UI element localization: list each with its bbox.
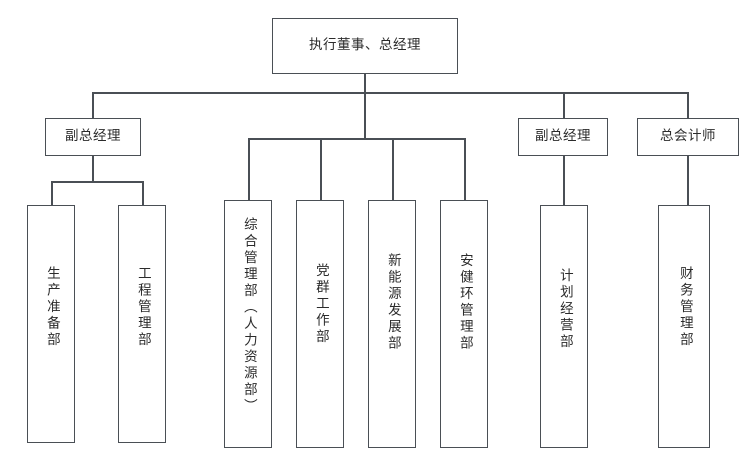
node-dept-hse-management[interactable]: 安健环管理部 [440, 200, 488, 448]
connector-drop-vp-left [92, 92, 94, 118]
node-label: 新能源发展部 [384, 253, 401, 352]
connector-main-bus [92, 92, 688, 94]
node-label: 工程管理部 [134, 266, 151, 349]
node-label: 总会计师 [660, 128, 716, 145]
node-dept-general-admin-hr[interactable]: 综合管理部（人力资源部） [224, 200, 272, 448]
node-label: 生产准备部 [43, 266, 60, 349]
connector-to-dept-general-admin [248, 138, 250, 200]
connector-to-dept-hse [464, 138, 466, 200]
connector-middle-bar [248, 138, 465, 140]
connector-to-dept-planning [563, 156, 565, 205]
node-chief-accountant[interactable]: 总会计师 [637, 118, 739, 156]
connector-root-center-stem [364, 92, 366, 138]
connector-to-dept-party [320, 138, 322, 200]
node-label: 计划经营部 [556, 268, 573, 351]
connector-vp-left-bar [51, 181, 143, 183]
node-dept-planning-operation[interactable]: 计划经营部 [540, 205, 588, 448]
node-label: 副总经理 [65, 128, 121, 145]
node-dept-engineering-management[interactable]: 工程管理部 [118, 205, 166, 443]
connector-drop-vp-right [563, 92, 565, 118]
connector-to-dept-engineering [142, 181, 144, 205]
node-vice-general-manager-left[interactable]: 副总经理 [45, 118, 141, 156]
connector-to-dept-finance [687, 156, 689, 205]
node-dept-party-mass-work[interactable]: 党群工作部 [296, 200, 344, 448]
node-dept-new-energy-development[interactable]: 新能源发展部 [368, 200, 416, 448]
node-label: 安健环管理部 [456, 253, 473, 352]
connector-to-dept-production [51, 181, 53, 205]
connector-root-stem [364, 74, 366, 93]
node-label: 党群工作部 [312, 263, 329, 346]
node-executive-director-gm[interactable]: 执行董事、总经理 [272, 18, 458, 74]
node-dept-production-preparation[interactable]: 生产准备部 [27, 205, 75, 443]
node-label: 副总经理 [535, 128, 591, 145]
node-dept-finance-management[interactable]: 财务管理部 [658, 205, 710, 448]
connector-drop-chief-accountant [687, 92, 689, 118]
node-vice-general-manager-right[interactable]: 副总经理 [518, 118, 608, 156]
connector-to-dept-new-energy [392, 138, 394, 200]
node-label: 执行董事、总经理 [309, 37, 421, 54]
connector-vp-left-stem [92, 156, 94, 181]
node-label: 财务管理部 [676, 266, 693, 349]
node-label: 综合管理部（人力资源部） [240, 217, 257, 415]
